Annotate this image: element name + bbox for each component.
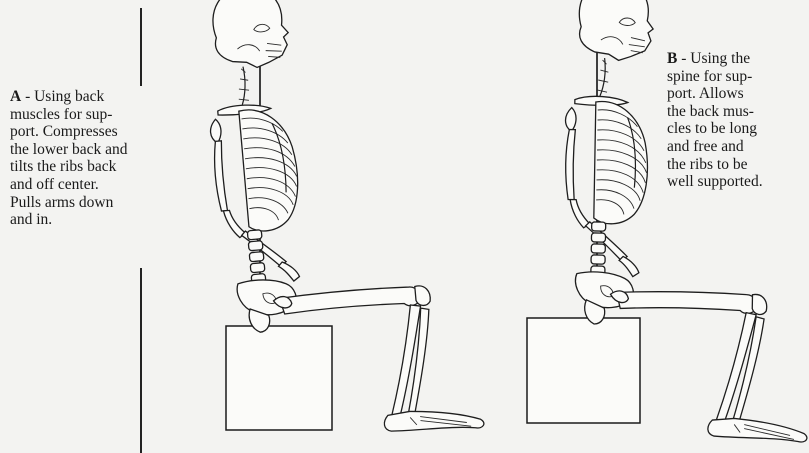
seat-box-a <box>226 326 332 430</box>
figure-b <box>527 0 809 442</box>
figure-a <box>198 0 484 449</box>
seat-box-b <box>527 318 640 423</box>
